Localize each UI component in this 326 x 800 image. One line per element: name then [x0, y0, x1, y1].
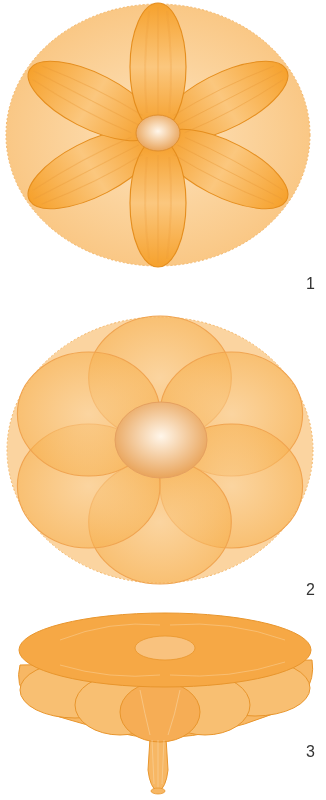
flower-top-view-overlapping-petals	[7, 316, 313, 584]
flower-top-view-separate-petals	[6, 3, 310, 267]
callout-number: 3	[306, 744, 315, 760]
callout-number: 1	[306, 276, 315, 292]
flower-side-view	[19, 613, 313, 794]
callout-number: 2	[306, 582, 315, 598]
